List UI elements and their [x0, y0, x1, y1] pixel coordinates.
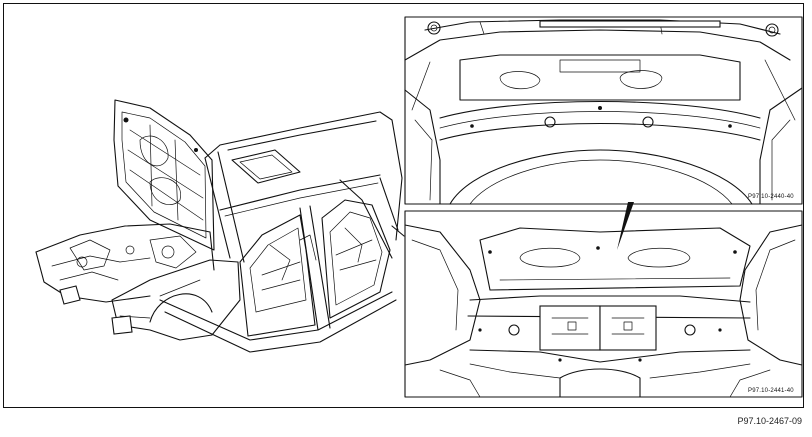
car-body-drawing — [35, 99, 405, 353]
detail-top-code: P97.10-2440-40 — [748, 194, 794, 200]
detail-top-drawing — [404, 16, 803, 205]
detail-bottom-code: P97.10-2441-40 — [748, 388, 794, 394]
figure-frame — [3, 3, 804, 408]
detail-bottom-drawing — [404, 202, 803, 398]
figure-number: P97.10-2467-09 — [737, 416, 802, 426]
